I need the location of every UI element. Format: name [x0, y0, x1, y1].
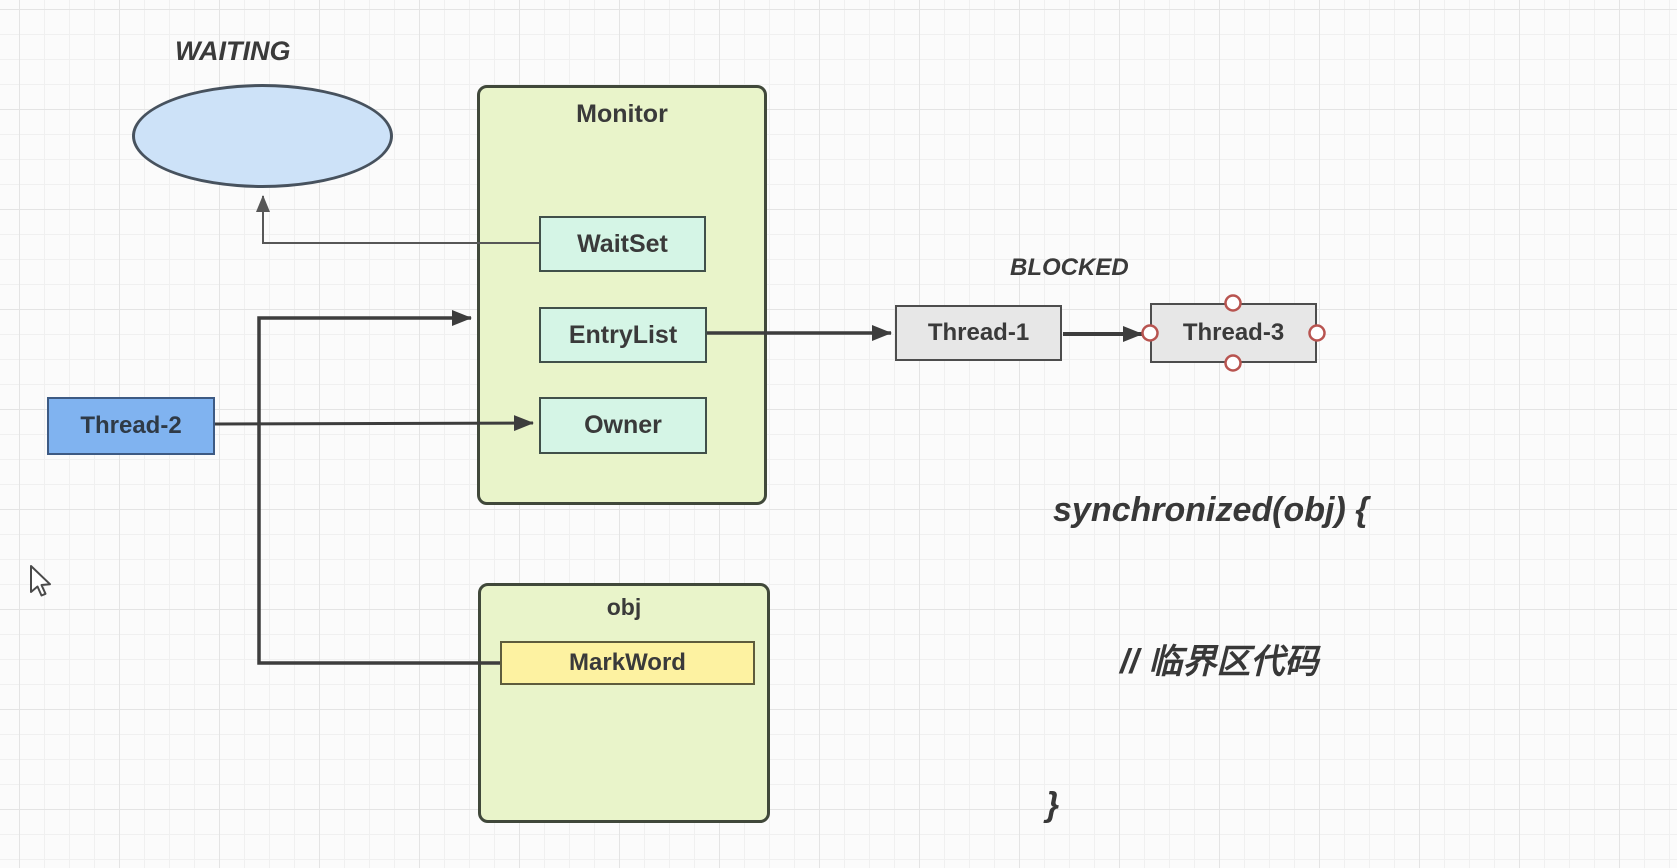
thread1-box[interactable]: Thread-1 [895, 305, 1062, 361]
thread3-box[interactable]: Thread-3 [1150, 303, 1317, 363]
mouse-cursor-icon [30, 565, 51, 597]
thread2-box[interactable]: Thread-2 [47, 397, 215, 455]
owner-label: Owner [584, 411, 662, 439]
waitset-label: WaitSet [577, 229, 668, 258]
thread2-label: Thread-2 [80, 412, 182, 439]
entrylist-label: EntryList [568, 320, 678, 349]
markword-label: MarkWord [569, 649, 686, 676]
blocked-state-label[interactable]: BLOCKED [1010, 254, 1129, 281]
monitor-title: Monitor [576, 100, 668, 128]
code-line-closing-brace[interactable]: } [1046, 786, 1060, 824]
obj-title: obj [606, 594, 642, 620]
code-line-synchronized[interactable]: synchronized(obj) { [1053, 491, 1369, 529]
waiting-ellipse[interactable] [132, 84, 393, 188]
edge-markword-to-entrylist-arrow[interactable] [257, 310, 500, 665]
thread1-label: Thread-1 [927, 319, 1030, 346]
thread3-label: Thread-3 [1182, 319, 1285, 346]
owner-box[interactable]: Owner [539, 397, 707, 454]
entrylist-box[interactable]: EntryList [539, 307, 707, 363]
waiting-state-label[interactable]: WAITING [175, 36, 291, 66]
markword-box[interactable]: MarkWord [500, 641, 755, 685]
obj-box[interactable]: obj [478, 583, 770, 823]
code-line-critical-section[interactable]: // 临界区代码 [1120, 643, 1319, 681]
waitset-box[interactable]: WaitSet [539, 216, 706, 272]
